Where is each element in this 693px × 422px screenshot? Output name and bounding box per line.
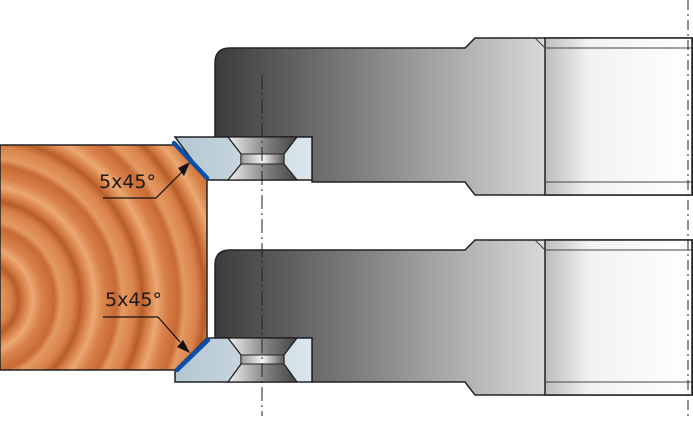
top-chamfer-edge bbox=[171, 140, 210, 181]
top-chamfer-label: 5x45° bbox=[99, 171, 156, 193]
bottom-chamfer-edge bbox=[174, 337, 211, 373]
top-cutter bbox=[171, 37, 693, 196]
bottom-leader-arrow bbox=[103, 316, 190, 353]
bottom-chamfer-label: 5x45° bbox=[105, 289, 162, 311]
top-leader-arrow bbox=[103, 162, 190, 199]
bottom-insert bbox=[174, 337, 313, 383]
top-insert bbox=[171, 136, 313, 181]
bottom-cutter bbox=[174, 239, 693, 396]
